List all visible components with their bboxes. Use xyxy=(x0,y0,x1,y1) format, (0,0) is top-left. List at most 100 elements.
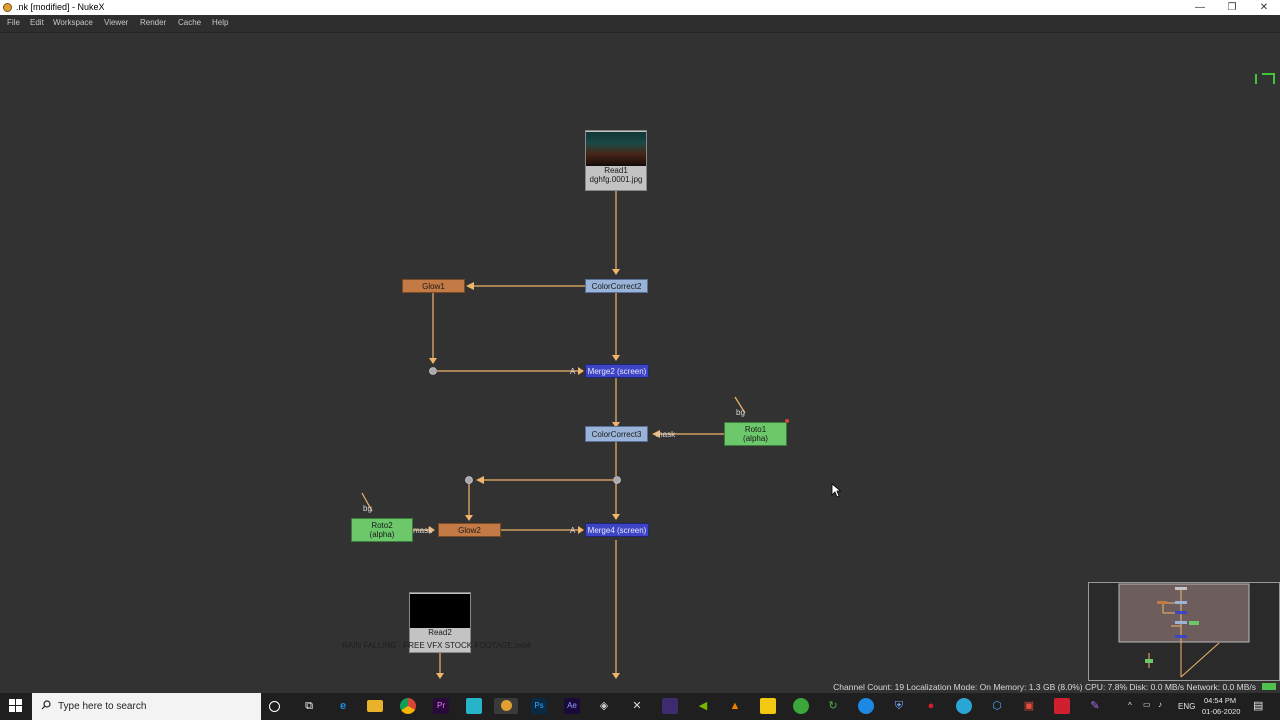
menu-render[interactable]: Render xyxy=(140,18,167,27)
arrow-merge2-a xyxy=(578,367,584,375)
menu-viewer[interactable]: Viewer xyxy=(104,18,129,27)
arrow-dot-input xyxy=(429,358,437,364)
status-bar: Channel Count: 19 Localization Mode: On … xyxy=(0,681,1280,693)
dot-node-1 xyxy=(429,367,437,375)
menu-help[interactable]: Help xyxy=(212,18,229,27)
glow2-mask-input-label: mask xyxy=(413,526,433,535)
red-app-icon[interactable]: ● xyxy=(927,700,935,712)
search-placeholder: Type here to search xyxy=(58,701,147,712)
node-graph-minimap[interactable] xyxy=(1088,582,1280,681)
node-colorcorrect2[interactable]: ColorCorrect2 xyxy=(585,279,648,293)
sticky-notes-icon[interactable] xyxy=(760,698,776,714)
language-indicator[interactable]: ENG xyxy=(1178,702,1196,711)
edge-roto2-bg xyxy=(361,492,373,512)
menu-edit[interactable]: Edit xyxy=(30,18,44,27)
dot-node-2 xyxy=(613,476,621,484)
node-read1[interactable]: Read1 dghfg.0001.jpg xyxy=(585,130,647,191)
unity-icon[interactable]: ◈ xyxy=(599,700,609,712)
node-merge4[interactable]: Merge4 (screen) xyxy=(585,523,649,537)
menu-bar: File Edit Workspace Viewer Render Cache … xyxy=(0,15,1280,33)
after-effects-icon[interactable]: Ae xyxy=(564,698,580,714)
node-roto1[interactable]: Roto1 (alpha) xyxy=(724,422,787,446)
cortana-icon[interactable] xyxy=(269,701,280,712)
viewer-corner-icon[interactable] xyxy=(1254,72,1276,86)
arrow-glow2-input xyxy=(465,515,473,521)
node-roto2[interactable]: Roto2 (alpha) xyxy=(351,518,413,542)
node-glow1[interactable]: Glow1 xyxy=(402,279,465,293)
windows-taskbar: Type here to search ⧉ e Pr Ps Ae ◈ ✕ ◀ ▲… xyxy=(0,693,1280,720)
nuke-icon[interactable] xyxy=(494,698,518,714)
menu-cache[interactable]: Cache xyxy=(178,18,202,27)
arrow-merge4-a xyxy=(578,526,584,534)
clock-date[interactable]: 01-06-2020 xyxy=(1202,707,1241,716)
volume-icon[interactable]: ♪ xyxy=(1158,700,1162,709)
dot-node-3 xyxy=(465,476,473,484)
minimize-button[interactable]: — xyxy=(1195,2,1205,13)
roto2-bg-input-label: bg xyxy=(363,504,372,513)
x-icon[interactable]: ✕ xyxy=(632,700,642,712)
read2-thumbnail xyxy=(410,594,470,628)
edge-icon[interactable]: e xyxy=(339,700,347,712)
minimap-overview xyxy=(1118,583,1250,678)
node-graph-connections xyxy=(361,191,789,679)
arrow-cc3-mask xyxy=(652,430,660,438)
green-app-icon[interactable] xyxy=(793,698,809,714)
merge2-a-input-label: A xyxy=(570,367,576,376)
roto1-label: Roto1 xyxy=(744,425,767,434)
blue-app-icon[interactable] xyxy=(858,698,874,714)
nuke-app-icon xyxy=(3,3,12,12)
start-icon[interactable] xyxy=(8,698,24,714)
memory-indicator xyxy=(1262,683,1276,690)
node-merge2[interactable]: Merge2 (screen) xyxy=(585,364,649,378)
nvidia-icon[interactable]: ◀ xyxy=(698,700,708,712)
status-text: Channel Count: 19 Localization Mode: On … xyxy=(833,682,1256,692)
task-view-icon[interactable]: ⧉ xyxy=(305,700,313,712)
roto1-channel: (alpha) xyxy=(743,434,768,443)
node-colorcorrect3[interactable]: ColorCorrect3 xyxy=(585,426,648,442)
cc3-mask-input-label: mask xyxy=(656,430,676,439)
node-read2[interactable]: Read2 xyxy=(409,592,471,653)
chrome-icon[interactable] xyxy=(400,698,416,714)
menu-file[interactable]: File xyxy=(7,18,20,27)
taskbar-search-box[interactable]: Type here to search xyxy=(32,693,261,720)
menu-workspace[interactable]: Workspace xyxy=(53,18,93,27)
roto2-channel: (alpha) xyxy=(369,530,395,539)
blender-icon[interactable]: ⬡ xyxy=(992,700,1002,712)
title-bar: .nk [modified] - NukeX — ❐ ✕ xyxy=(0,0,1280,15)
arrow-glow2-mask xyxy=(429,526,435,534)
roto1-bg-input-label: bg xyxy=(736,408,745,417)
merge4-a-input-label: A xyxy=(570,526,576,535)
edge-roto1-bg xyxy=(734,396,746,414)
photoshop-icon[interactable]: Ps xyxy=(531,698,547,714)
arrow-cc3-input xyxy=(612,422,620,428)
file-explorer-icon[interactable] xyxy=(367,700,383,712)
red-square-icon[interactable] xyxy=(1054,698,1070,714)
premiere-icon[interactable]: Pr xyxy=(433,698,449,714)
app-icon[interactable] xyxy=(466,698,482,714)
window-title: .nk [modified] - NukeX xyxy=(16,2,105,12)
shield-app-icon[interactable]: ⛨ xyxy=(894,700,904,712)
node-glow2[interactable]: Glow2 xyxy=(438,523,501,537)
arrow-cc2-input xyxy=(612,269,620,275)
node-graph[interactable]: Read1 dghfg.0001.jpg ColorCorrect2 Glow1… xyxy=(0,33,1280,693)
network-icon[interactable]: ▭ xyxy=(1143,700,1151,709)
arrow-output-1 xyxy=(612,673,620,679)
maximize-button[interactable]: ❐ xyxy=(1227,2,1237,13)
arrow-output-2 xyxy=(436,673,444,679)
circle-app-icon[interactable] xyxy=(956,698,972,714)
visual-studio-icon[interactable] xyxy=(662,698,678,714)
pen-icon[interactable]: ✎ xyxy=(1090,700,1100,712)
read1-thumbnail xyxy=(586,132,646,166)
arrow-dot-left xyxy=(476,476,484,484)
read1-label: Read1 xyxy=(604,166,628,175)
tray-chevron-icon[interactable]: ^ xyxy=(1128,701,1132,710)
notifications-icon[interactable]: ▤ xyxy=(1253,700,1264,712)
close-button[interactable]: ✕ xyxy=(1259,2,1269,13)
clock-time[interactable]: 04:54 PM xyxy=(1204,696,1237,705)
refresh-app-icon[interactable]: ↻ xyxy=(828,700,838,712)
gift-icon[interactable]: ▣ xyxy=(1023,700,1035,712)
search-icon xyxy=(41,700,51,710)
roto2-label: Roto2 xyxy=(371,521,393,530)
read2-label: Read2 xyxy=(428,628,452,637)
vlc-icon[interactable]: ▲ xyxy=(729,700,741,712)
